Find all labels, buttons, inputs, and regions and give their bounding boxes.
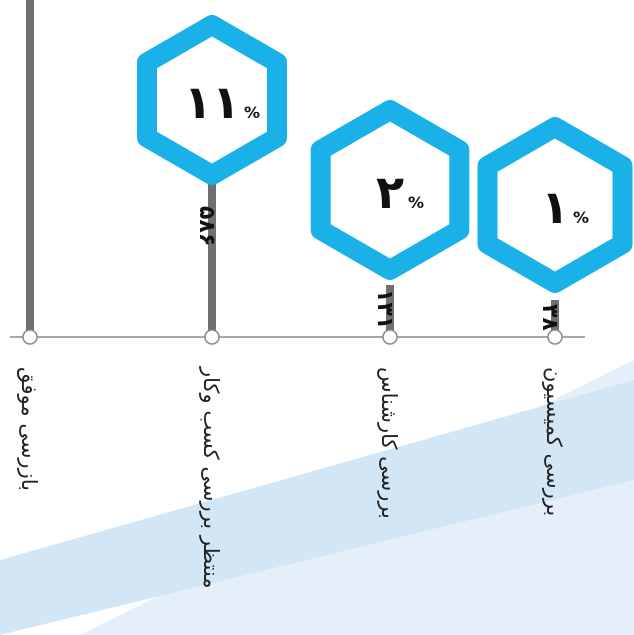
- percent-label: ۲: [376, 165, 404, 219]
- hexagon-layer: ۱۱%۲%۱%: [137, 15, 633, 293]
- background-band: [0, 380, 634, 635]
- category-labels-layer: بازرسی موفق منتظر بررسی کسب وکار بررسی کار…: [17, 366, 566, 588]
- category-label: منتظر بررسی کسب وکار: [199, 366, 223, 588]
- hexagon-badge: [310, 100, 470, 280]
- axis-tick-marker: [547, 329, 563, 345]
- bar: [551, 300, 559, 337]
- bar: [386, 285, 394, 337]
- value-label: ۳۸: [537, 304, 562, 331]
- percent-sign: %: [573, 208, 589, 227]
- percent-sign: %: [244, 103, 260, 122]
- category-label: بررسی کارشناس: [377, 367, 401, 519]
- category-label: بررسی کمیسیون: [542, 367, 566, 516]
- percent-label: ۱: [541, 180, 569, 234]
- axis-tick-marker: [204, 329, 220, 345]
- hexagon-badge: [137, 15, 287, 185]
- bars-layer: [26, 0, 559, 337]
- axis-tick-marker: [22, 329, 38, 345]
- hexagon-badge: [477, 117, 633, 293]
- percent-label: ۱۱: [184, 75, 240, 129]
- bar: [208, 97, 216, 337]
- category-label: بازرسی موفق: [17, 367, 41, 491]
- axis-ticks-layer: [22, 329, 563, 345]
- percent-sign: %: [408, 193, 424, 212]
- bar: [26, 0, 34, 337]
- axis-tick-marker: [382, 329, 398, 345]
- value-label: ۵۸۶: [194, 206, 219, 246]
- value-labels-layer: ۵۸۶ ۱۳۱ ۳۸: [194, 206, 562, 331]
- value-label: ۱۳۱: [372, 289, 397, 329]
